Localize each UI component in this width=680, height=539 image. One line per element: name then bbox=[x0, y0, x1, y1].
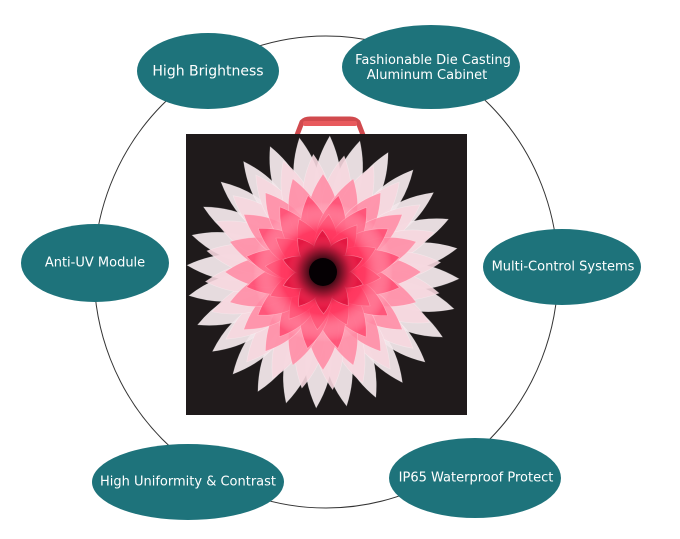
flower-graphic bbox=[186, 135, 460, 409]
label-multi-control: Multi-Control Systems bbox=[491, 259, 635, 275]
label-high-brightness: High Brightness bbox=[152, 63, 264, 80]
bubble-ip65-waterproof bbox=[389, 438, 561, 518]
bubble-anti-uv bbox=[21, 224, 169, 302]
led-cabinet-image bbox=[186, 116, 467, 415]
label-die-casting-line2: Aluminum Cabinet bbox=[366, 68, 488, 83]
cabinet-handle bbox=[294, 116, 366, 136]
label-die-casting-cabinet: Fashionable Die Casting Aluminum Cabinet bbox=[355, 53, 511, 83]
bubble-high-uniformity bbox=[92, 444, 284, 520]
bubble-multi-control bbox=[483, 229, 641, 305]
flower-center bbox=[309, 258, 337, 286]
bubble-die-casting-cabinet bbox=[342, 25, 520, 109]
label-ip65-waterproof: IP65 Waterproof Protect bbox=[398, 470, 554, 486]
label-die-casting-line1: Fashionable Die Casting bbox=[355, 53, 511, 68]
bubble-high-brightness bbox=[137, 33, 279, 109]
label-anti-uv: Anti-UV Module bbox=[44, 255, 146, 271]
label-high-uniformity: High Uniformity & Contrast bbox=[99, 474, 277, 490]
